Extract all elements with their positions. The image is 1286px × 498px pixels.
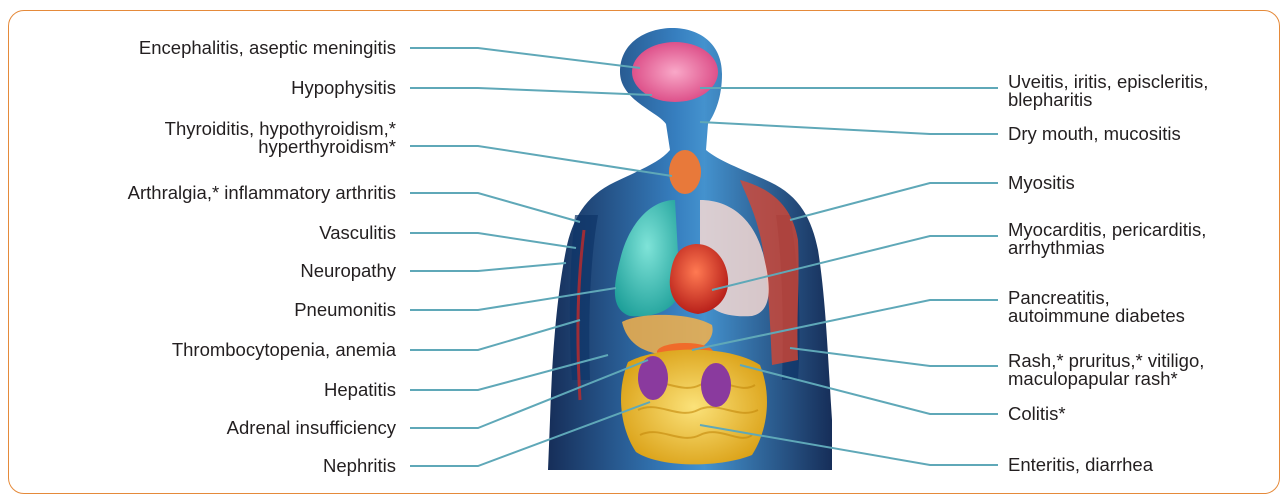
brain-shape: [632, 42, 718, 102]
label-rash-line2: maculopapular rash*: [1008, 370, 1204, 388]
label-adrenal-insufficiency: Adrenal insufficiency: [227, 419, 396, 437]
label-neuropathy: Neuropathy: [300, 262, 396, 280]
thyroid-shape: [669, 150, 701, 194]
leader-line-vasculitis: [410, 233, 576, 248]
label-myocarditis: Myocarditis, pericarditis, arrhythmias: [1008, 221, 1206, 257]
leader-line-dry-mouth: [700, 122, 998, 134]
label-hepatitis: Hepatitis: [324, 381, 396, 399]
label-nephritis: Nephritis: [323, 457, 396, 475]
label-encephalitis: Encephalitis, aseptic meningitis: [139, 39, 396, 57]
label-hypophysitis: Hypophysitis: [291, 79, 396, 97]
label-vasculitis: Vasculitis: [319, 224, 396, 242]
label-dry-mouth: Dry mouth, mucositis: [1008, 125, 1181, 143]
leader-line-arthralgia: [410, 193, 580, 222]
label-thyroiditis: Thyroiditis, hypothyroidism,* hyperthyro…: [165, 120, 396, 156]
label-thrombocytopenia: Thrombocytopenia, anemia: [172, 341, 396, 359]
label-myositis: Myositis: [1008, 174, 1075, 192]
right-kidney-shape: [701, 363, 731, 407]
leader-line-thyroiditis: [410, 146, 672, 176]
label-myocarditis-line2: arrhythmias: [1008, 239, 1206, 257]
label-uveitis: Uveitis, iritis, episcleritis, blepharit…: [1008, 73, 1208, 109]
leader-line-encephalitis: [410, 48, 640, 68]
label-thyroiditis-line2: hyperthyroidism*: [165, 138, 396, 156]
label-rash: Rash,* pruritus,* vitiligo, maculopapula…: [1008, 352, 1204, 388]
label-arthralgia: Arthralgia,* inflammatory arthritis: [128, 184, 396, 202]
leader-line-hypophysitis: [410, 88, 652, 95]
label-pancreatitis-line2: autoimmune diabetes: [1008, 307, 1185, 325]
label-pneumonitis: Pneumonitis: [294, 301, 396, 319]
leader-line-myositis: [790, 183, 998, 220]
label-colitis: Colitis*: [1008, 405, 1066, 423]
label-pancreatitis: Pancreatitis, autoimmune diabetes: [1008, 289, 1185, 325]
label-enteritis: Enteritis, diarrhea: [1008, 456, 1153, 474]
label-uveitis-line2: blepharitis: [1008, 91, 1208, 109]
leader-line-neuropathy: [410, 263, 566, 271]
